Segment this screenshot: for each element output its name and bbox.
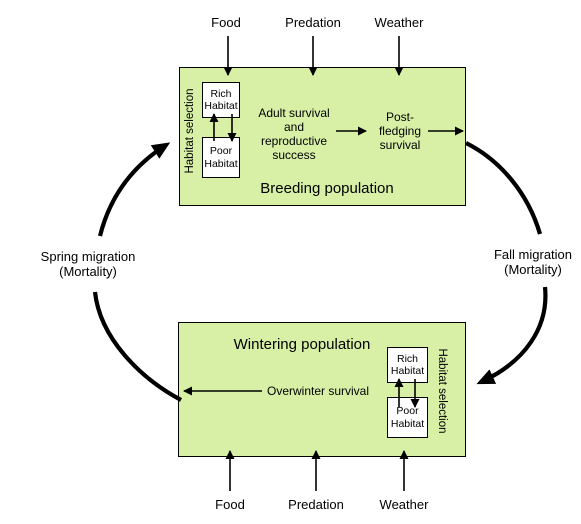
post-fledging-line: Post- — [385, 110, 414, 124]
breeding-habitat-selection-label: Habitat selection — [184, 88, 196, 174]
adult-survival-line: success — [272, 148, 316, 162]
wintering-rich-habitat-label: Habitat — [390, 365, 425, 377]
wintering-habitat-selection-label: Habitat selection — [436, 348, 448, 434]
adult-survival-line: and — [283, 120, 305, 134]
fall-migration-arc-upper — [465, 141, 543, 235]
wintering-population-title: Wintering population — [233, 336, 371, 353]
fall-migration-mortality: (Mortality) — [504, 262, 562, 277]
wintering-rich-habitat-label: Rich — [396, 352, 418, 365]
spring-migration-label: Spring migration (Mortality) — [28, 249, 148, 279]
wintering-rich-habitat-box: Rich Habitat — [387, 347, 428, 383]
breeding-factor-predation-label: Predation — [285, 15, 341, 30]
overwinter-survival-label: Overwinter survival — [266, 384, 370, 398]
breeding-rich-habitat-box: Rich Habitat — [202, 82, 240, 118]
spring-migration-arc-upper — [97, 142, 171, 237]
spring-migration-mortality: (Mortality) — [59, 264, 117, 279]
fall-migration-line: Fall migration — [493, 247, 573, 262]
breeding-poor-habitat-label: Habitat — [204, 157, 238, 170]
spring-migration-line: Spring migration — [40, 249, 136, 264]
breeding-rich-habitat-label: Habitat — [204, 100, 238, 112]
breeding-poor-habitat-label: Poor — [209, 145, 233, 157]
wintering-factor-food-label: Food — [215, 497, 245, 512]
adult-survival-line: Adult survival — [258, 106, 330, 120]
wintering-poor-habitat-label: Poor — [396, 405, 419, 417]
wintering-factor-weather-label: Weather — [379, 497, 429, 512]
adult-survival-label: Adult survival and reproductive success — [244, 106, 344, 162]
breeding-factor-food-label: Food — [211, 15, 241, 30]
adult-survival-line: reproductive — [260, 134, 328, 148]
post-fledging-survival-label: Post- fledging survival — [365, 110, 435, 152]
breeding-rich-habitat-label: Rich — [210, 87, 232, 100]
breeding-poor-habitat-box: Poor Habitat — [202, 137, 240, 178]
fall-migration-label: Fall migration (Mortality) — [486, 247, 580, 277]
wintering-poor-habitat-label: Habitat — [390, 417, 425, 430]
post-fledging-line: survival — [379, 138, 421, 152]
breeding-factor-weather-label: Weather — [374, 15, 424, 30]
wintering-poor-habitat-box: Poor Habitat — [387, 397, 428, 438]
wintering-factor-predation-label: Predation — [288, 497, 344, 512]
breeding-population-title: Breeding population — [260, 180, 394, 197]
post-fledging-line: fledging — [378, 124, 422, 138]
fall-migration-arc-lower — [476, 286, 548, 385]
spring-migration-arc-lower — [92, 291, 182, 402]
